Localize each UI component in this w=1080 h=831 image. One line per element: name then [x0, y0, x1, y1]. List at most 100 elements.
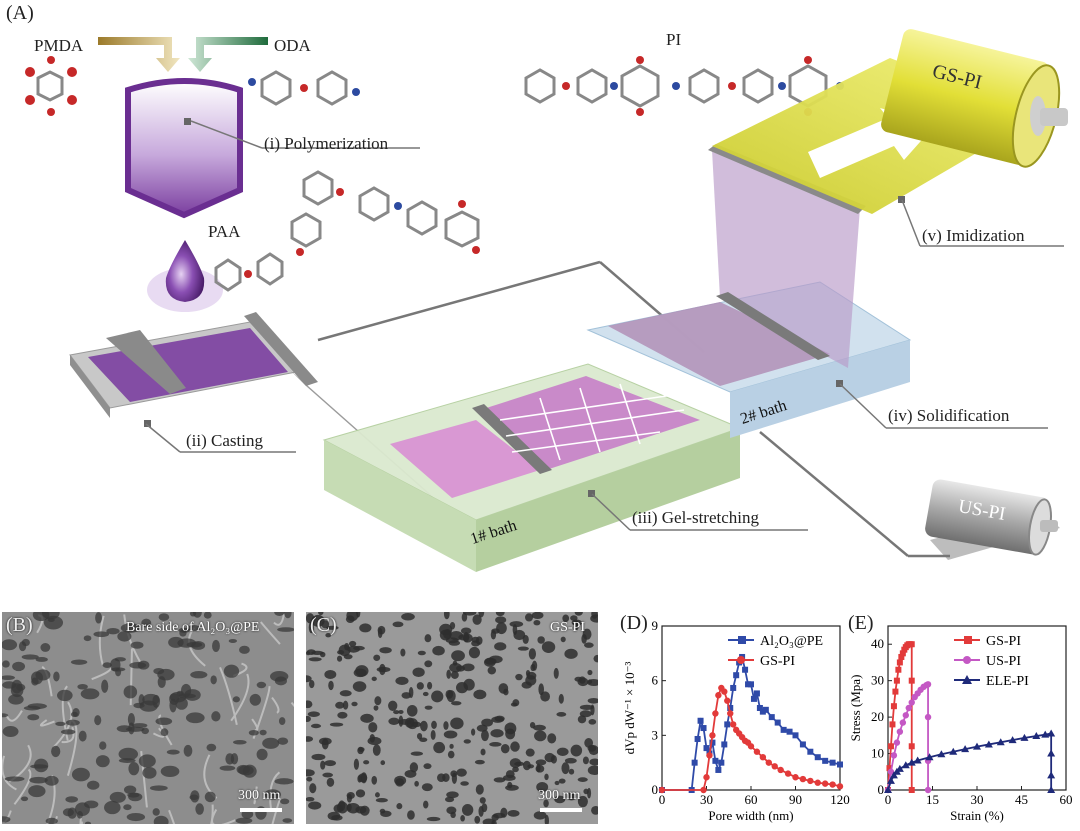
sem-pore [495, 616, 507, 624]
legend-label: ELE-PI [986, 674, 1029, 689]
panel-c-caption: GS-PI [550, 620, 586, 635]
data-point [750, 695, 757, 702]
sem-pore [368, 722, 378, 733]
data-point [908, 677, 915, 684]
sem-pore [104, 800, 121, 815]
sem-pore [591, 806, 598, 815]
step-imidization: (v) Imidization [922, 226, 1025, 245]
sem-pore [311, 614, 325, 627]
sem-pore [233, 739, 247, 745]
y-axis-label: Stress (Mpa) [848, 675, 863, 742]
data-point [908, 699, 915, 706]
sem-pore [4, 776, 25, 782]
sem-pore [2, 639, 18, 651]
sem-pore [141, 618, 152, 628]
sem-pore [308, 621, 314, 634]
sem-pore [536, 781, 549, 793]
data-point [908, 641, 915, 648]
sem-pore [529, 721, 536, 729]
sem-pore [259, 729, 267, 736]
sem-fiber [253, 786, 258, 805]
sem-pore [472, 614, 482, 625]
sem-pore [118, 747, 139, 761]
sem-pore [129, 662, 147, 669]
sem-pore [460, 781, 469, 786]
data-point [913, 756, 922, 764]
sem-pore [493, 777, 506, 783]
sem-pore [487, 666, 497, 675]
sem-pore [450, 671, 459, 679]
data-point [709, 732, 716, 739]
sem-pore [431, 690, 444, 703]
data-point [765, 759, 772, 766]
sem-pore [577, 777, 588, 783]
sem-pore [321, 738, 329, 750]
sem-pore [282, 818, 293, 823]
sem-pore [593, 654, 598, 663]
sem-pore [189, 794, 199, 801]
sem-pore [449, 631, 464, 641]
data-point [899, 719, 907, 726]
sem-pore [284, 612, 292, 619]
sem-pore [101, 679, 109, 693]
sem-pore [277, 627, 294, 632]
sem-pore [376, 666, 391, 673]
sem-pore [264, 789, 281, 800]
sem-pore [339, 690, 352, 697]
data-point [700, 725, 707, 732]
sem-pore [371, 676, 377, 682]
sem-pore [577, 715, 587, 724]
sem-pore [543, 799, 549, 808]
sem-fiber [271, 696, 280, 714]
data-point [924, 681, 932, 688]
sem-pore [152, 808, 160, 816]
sem-pore [570, 615, 578, 621]
series-line [662, 654, 841, 791]
data-point [712, 757, 719, 764]
sem-pore [473, 689, 487, 700]
data-point [730, 684, 737, 691]
sem-pore [142, 693, 160, 706]
sem-fiber [219, 666, 238, 725]
sem-pore [481, 718, 493, 727]
data-point [837, 761, 843, 768]
sem-pore [571, 619, 582, 626]
sem-pore [449, 743, 454, 749]
sem-pore [564, 648, 578, 659]
sem-pore [70, 711, 78, 718]
data-point [829, 781, 836, 788]
sem-pore [373, 705, 379, 711]
sem-pore [93, 631, 110, 638]
sem-pore [409, 762, 419, 773]
pmda-label: PMDA [34, 36, 84, 55]
oda-label: ODA [274, 36, 311, 55]
sem-pore [456, 768, 467, 777]
sem-pore [525, 675, 537, 686]
x-tick-label: 0 [659, 792, 666, 807]
data-point [700, 786, 707, 794]
legend-label: GS-PI [760, 654, 795, 669]
sem-pore [474, 759, 485, 765]
sem-pore [179, 629, 187, 637]
sem-pore [80, 688, 100, 700]
panel-c-scale-text: 300 nm [538, 788, 581, 803]
sem-pore [525, 613, 534, 622]
sem-pore [446, 690, 456, 703]
sem-pore [203, 612, 212, 619]
sem-pore [45, 817, 58, 824]
legend-label: GS-PI [986, 634, 1021, 649]
sem-pore [478, 805, 484, 817]
sem-pore [484, 657, 497, 665]
sem-pore [306, 776, 313, 782]
sem-pore [342, 700, 349, 710]
sem-pore [358, 773, 368, 783]
data-point [771, 763, 778, 770]
sem-pore [127, 712, 135, 726]
sem-pore [432, 645, 445, 656]
sem-pore [591, 612, 598, 619]
step-solidification: (iv) Solidification [888, 406, 1010, 425]
sem-pore [83, 635, 92, 642]
sem-pore [40, 643, 51, 652]
data-point [901, 761, 910, 769]
